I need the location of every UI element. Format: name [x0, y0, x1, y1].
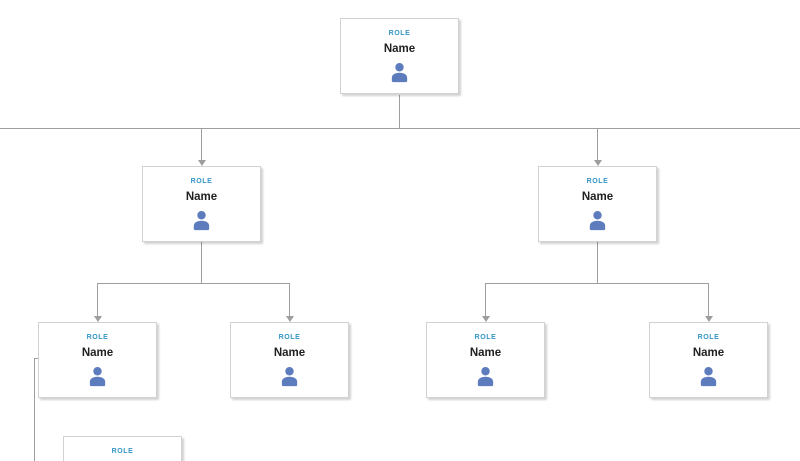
name-label: Name	[469, 347, 502, 359]
person-icon	[477, 367, 494, 387]
role-label: ROLE	[111, 448, 134, 455]
name-label: Name	[383, 43, 416, 55]
connector-right-rail	[485, 282, 709, 284]
connector-branch-left-stem	[200, 242, 203, 283]
name-label: Name	[81, 347, 114, 359]
connector-leaf1-drop	[96, 283, 99, 316]
person-icon	[193, 211, 210, 231]
arrowhead-down-icon	[285, 315, 294, 322]
org-node-leaf-4[interactable]: ROLE Name	[649, 322, 768, 398]
role-label: ROLE	[586, 178, 609, 185]
connector-trunk-line	[0, 127, 800, 129]
role-label: ROLE	[388, 30, 411, 37]
person-icon	[589, 211, 606, 231]
org-node-leaf-3[interactable]: ROLE Name	[426, 322, 545, 398]
person-icon	[700, 367, 717, 387]
name-label: Name	[185, 191, 218, 203]
role-label: ROLE	[278, 334, 301, 341]
connector-leaf2-drop	[288, 283, 291, 316]
name-label: Name	[273, 347, 306, 359]
org-node-leaf-2[interactable]: ROLE Name	[230, 322, 349, 398]
person-icon	[281, 367, 298, 387]
name-label: Name	[692, 347, 725, 359]
org-node-sub-leaf-1[interactable]: ROLE Name	[63, 436, 182, 461]
connector-left-rail	[97, 282, 290, 284]
role-label: ROLE	[474, 334, 497, 341]
arrowhead-down-icon	[593, 159, 602, 166]
org-node-root[interactable]: ROLE Name	[340, 18, 459, 94]
arrowhead-down-icon	[93, 315, 102, 322]
role-label: ROLE	[697, 334, 720, 341]
arrowhead-down-icon	[481, 315, 490, 322]
person-icon	[391, 63, 408, 83]
connector-subleaf-stub	[33, 357, 39, 359]
connector-leaf3-drop	[484, 283, 487, 316]
org-node-branch-right[interactable]: ROLE Name	[538, 166, 657, 242]
org-node-leaf-1[interactable]: ROLE Name	[38, 322, 157, 398]
role-label: ROLE	[190, 178, 213, 185]
name-label: Name	[581, 191, 614, 203]
connector-leaf4-drop	[707, 283, 710, 316]
role-label: ROLE	[86, 334, 109, 341]
connector-branch-right-drop	[596, 129, 599, 160]
connector-subleaf-drop	[33, 357, 35, 461]
person-icon	[89, 367, 106, 387]
connector-root-stem	[398, 95, 401, 128]
org-node-branch-left[interactable]: ROLE Name	[142, 166, 261, 242]
connector-branch-left-drop	[200, 129, 203, 160]
connector-branch-right-stem	[596, 242, 599, 283]
arrowhead-down-icon	[197, 159, 206, 166]
arrowhead-down-icon	[704, 315, 713, 322]
